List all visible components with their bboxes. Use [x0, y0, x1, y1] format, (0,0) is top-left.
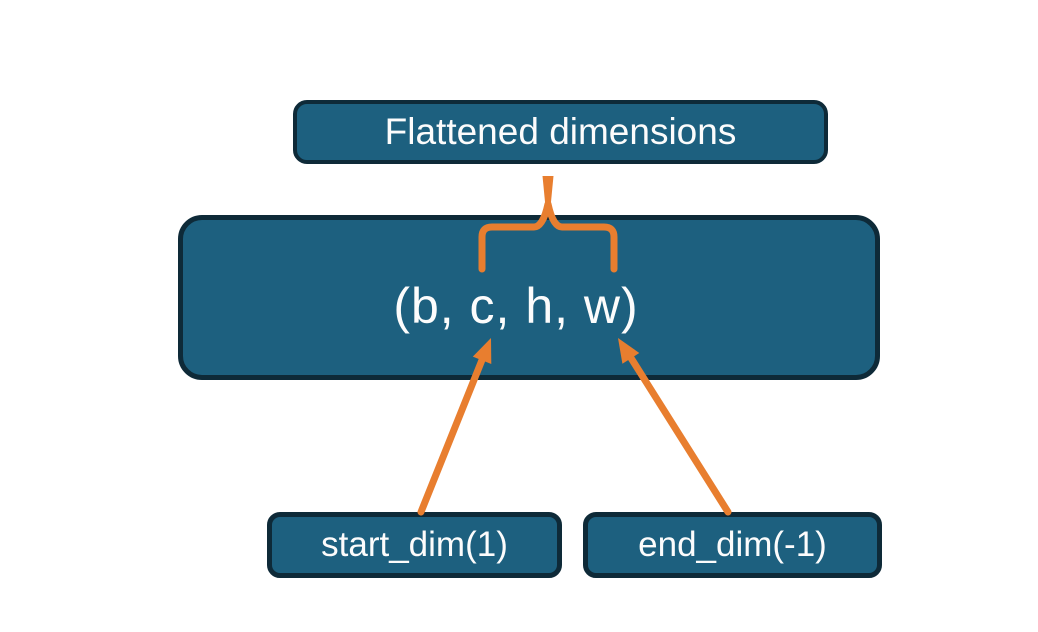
start-dim-box: start_dim(1)	[267, 512, 562, 578]
flattened-dimensions-label: Flattened dimensions	[384, 111, 737, 152]
brace-stem	[542, 176, 554, 207]
start-dim-label: start_dim(1)	[321, 525, 508, 564]
start-dim-arrow-shaft	[417, 356, 486, 516]
end-dim-box: end_dim(-1)	[583, 512, 882, 578]
tensor-shape-box: (b, c, h, w)	[178, 215, 880, 380]
tensor-shape-label: (b, c, h, w)	[393, 277, 639, 334]
end-dim-arrow-shaft	[627, 354, 732, 516]
flattened-dimensions-box: Flattened dimensions	[293, 100, 828, 164]
end-dim-label: end_dim(-1)	[638, 525, 827, 564]
